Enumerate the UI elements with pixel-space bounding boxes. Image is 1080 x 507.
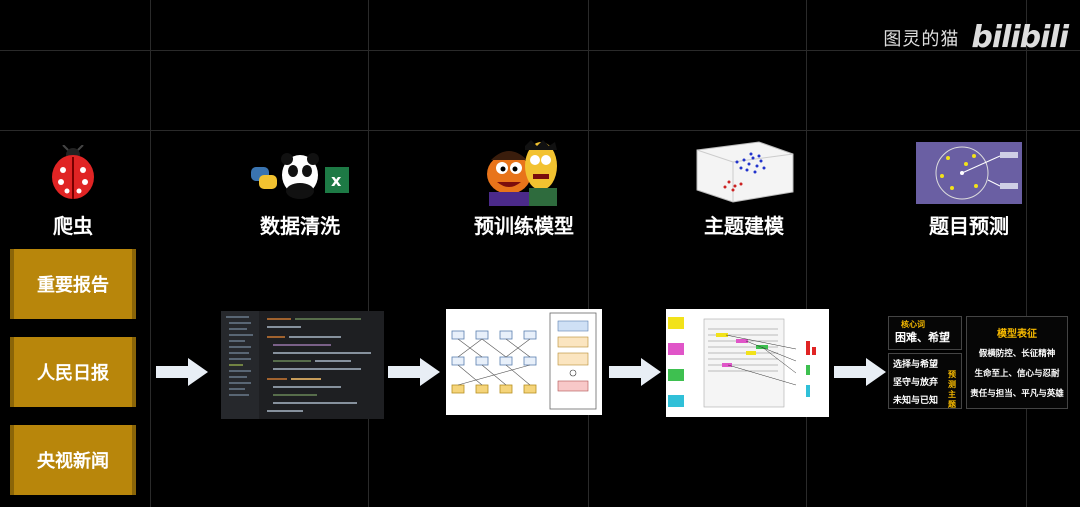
model-representation-panel: 模型表征 假横防控、长征精神 生命至上、信心与忍耐 责任与担当、平凡与英雄 [966,316,1068,409]
stage-label: 预训练模型 [474,214,574,238]
flow-arrow [609,358,661,386]
grid-line [150,0,151,507]
cluster-circle-icon [914,140,1024,206]
model-representation-line: 生命至上、信心与忍耐 [974,369,1060,379]
ernie-bert-icon [469,140,579,206]
model-representation-title: 模型表征 [997,329,1037,340]
stage-pretrained-model: 预训练模型 [459,140,589,239]
grid-line [0,50,1080,51]
core-word-text: 困难、希望 [895,331,950,344]
grid-line [0,130,1080,131]
stage-topic-modeling: 主题建模 [679,140,809,239]
topic-model-diagram-thumbnail [666,309,829,417]
predicted-topic-line: 选择与希望 [893,360,939,370]
stage-label: 数据清洗 [260,214,340,238]
watermark-text: 图灵的猫 [883,28,960,50]
core-word-panel: 核心词 困难、希望 [888,316,962,350]
model-representation-line: 假横防控、长征精神 [978,349,1056,359]
stage-crawler: 爬虫 [8,140,138,239]
svg-text:x: x [331,171,342,190]
stage-topic-prediction: 题目预测 [904,140,1034,239]
grid-line [368,0,369,507]
source-button-cctv-news[interactable]: 央视新闻 [10,425,136,495]
predicted-topic-tag: 预测主题 [948,370,956,409]
watermark: 图灵的猫 bilibili [883,20,1069,55]
stage-label: 题目预测 [929,214,1009,238]
3d-cluster-plot-icon [689,140,799,206]
predicted-topic-line: 坚守与放弃 [893,378,939,388]
python-panda-excel-icon: x [245,140,355,206]
source-button-important-reports[interactable]: 重要报告 [10,249,136,319]
bilibili-logo: bilibili [971,20,1069,55]
predicted-topic-panel: 选择与希望 坚守与放弃 未知与已知 预测主题 [888,353,962,409]
grid-line [1026,0,1027,507]
model-representation-line: 责任与担当、平凡与英雄 [970,389,1064,399]
flow-arrow [388,358,440,386]
flow-arrow [834,358,886,386]
grid-line [806,0,807,507]
stage-label: 主题建模 [704,214,784,238]
source-button-peoples-daily[interactable]: 人民日报 [10,337,136,407]
predicted-topic-line: 未知与已知 [893,396,939,406]
code-editor-thumbnail [221,311,384,419]
stage-data-cleaning: x 数据清洗 [235,140,365,239]
transformer-diagram-thumbnail [446,309,602,415]
stage-label: 爬虫 [53,214,93,238]
core-word-tag: 核心词 [901,320,925,329]
grid-line [588,0,589,507]
flow-arrow [156,358,208,386]
ladybug-icon [18,140,128,206]
